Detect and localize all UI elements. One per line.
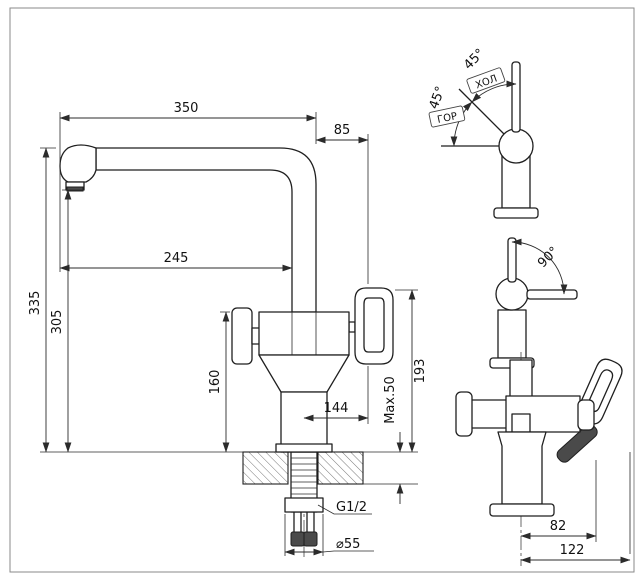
front-extension-lines: [595, 452, 631, 554]
dim-122-label: 122: [560, 543, 585, 558]
angle-view-handle-45: [458, 88, 505, 135]
left-handle-lever: [231, 307, 253, 365]
body-taper: [258, 354, 350, 393]
body-inner-lines: [291, 312, 317, 355]
handle-angle-view: 45° 45° ХОЛ ГОР: [427, 46, 539, 219]
front-view: 82 122: [455, 352, 631, 566]
dim-85-label: 85: [334, 123, 351, 138]
dim-245-label: 245: [164, 251, 189, 266]
thread-label: G1/2: [336, 500, 367, 515]
dim-335-label: 335: [28, 291, 43, 316]
dim-350-label: 350: [174, 101, 199, 116]
spout: [59, 144, 317, 313]
angle-90-label: 90°: [535, 244, 562, 271]
spout-arm: [95, 147, 317, 313]
arc-90: [511, 238, 568, 295]
dim-160-label: 160: [208, 370, 223, 395]
hose-fitting-right: [303, 531, 318, 547]
swivel-handle-up: [507, 237, 517, 283]
angle-hot-label: 45°: [427, 84, 449, 111]
shank-assembly: [284, 451, 324, 547]
hose-fitting-left: [290, 531, 305, 547]
front-body-column: [497, 431, 547, 505]
swivel-view: 90°: [489, 237, 578, 369]
drawing-border: [9, 7, 635, 573]
hot-tag: ГОР: [428, 105, 466, 128]
dim-193-label: 193: [413, 359, 428, 384]
swivel-view-body: [497, 309, 527, 359]
arc-cold: [471, 80, 517, 103]
right-handle-connector: [348, 321, 356, 333]
front-body-detail: [511, 413, 531, 433]
cold-tag-box: [466, 67, 506, 94]
front-base-flange: [489, 503, 555, 517]
main-dimensions: 350 85 245 335 305 160 193 Max.50 144 G1…: [28, 101, 428, 556]
dim-305-label: 305: [50, 310, 65, 335]
mounting-nut: [284, 497, 324, 513]
dim-d55-label: ⌀55: [336, 537, 360, 552]
hose-lines: [293, 512, 315, 532]
faucet-body: [231, 287, 394, 453]
arc-hot: [450, 101, 473, 147]
angle-cold-label: 45°: [461, 46, 488, 73]
front-right-pivot: [577, 399, 595, 431]
swivel-handle-right: [526, 289, 578, 300]
front-left-handle-cap: [455, 391, 473, 437]
body-block: [258, 311, 350, 356]
body-column: [280, 391, 328, 453]
dim-82-label: 82: [550, 519, 567, 534]
angle-view-handle-up: [511, 61, 521, 133]
angle-view-swivel: [498, 128, 534, 164]
front-spout-pipe: [509, 359, 533, 399]
thread-lines: [291, 457, 317, 495]
countertop-left: [242, 451, 289, 485]
dim-144-label: 144: [324, 401, 349, 416]
front-left-arm: [469, 399, 509, 429]
right-handle-loop: [354, 287, 394, 365]
thread-leader: [317, 504, 372, 515]
front-dimensions: 82 122: [520, 452, 631, 564]
front-dark-lever: [556, 424, 598, 463]
angle-view-base: [493, 207, 539, 219]
base-ring: [275, 443, 333, 453]
swivel-view-circle: [495, 277, 529, 311]
aerator-tip: [66, 186, 84, 192]
front-dark-lever-shape: [556, 424, 598, 463]
hot-tag-label: ГОР: [436, 111, 458, 126]
dim-d55-leader: [322, 550, 374, 553]
faucet-main-view: 350 85 245 335 305 160 193 Max.50 144 G1…: [28, 101, 428, 560]
spout-head: [59, 144, 97, 183]
hot-tag-box: [428, 105, 466, 128]
dim-max50-label: Max.50: [383, 376, 398, 424]
countertop-right: [317, 451, 364, 485]
